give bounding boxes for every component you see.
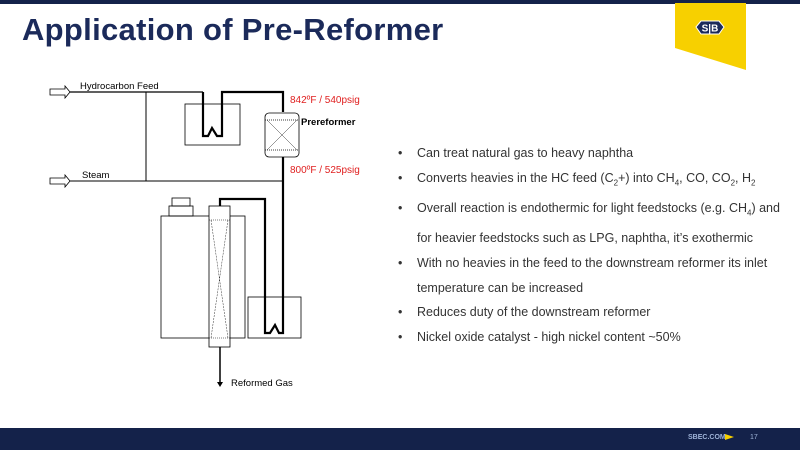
bullet-item: Reduces duty of the downstream reformer (398, 300, 793, 325)
footer-website[interactable]: SBEC.COM (688, 434, 726, 441)
bullet-item: Converts heavies in the HC feed (C2+) in… (398, 166, 793, 196)
bullet-item: Can treat natural gas to heavy naphtha (398, 141, 793, 166)
footer-bar (0, 428, 800, 450)
feed-arrow-icon (49, 84, 71, 100)
bullet-item: Overall reaction is endothermic for ligh… (398, 196, 793, 251)
company-logo: S|B (675, 3, 746, 70)
steam-arrow-icon (49, 173, 71, 189)
process-diagram: Hydrocarbon Feed Steam 842ºF / 540psig P… (49, 81, 360, 389)
hydrocarbon-feed-label: Hydrocarbon Feed (80, 81, 159, 92)
stack (168, 205, 194, 217)
outlet-condition: 800ºF / 525psig (290, 165, 360, 176)
prereformer-label: Prereformer (301, 117, 356, 128)
waste-heat-box (247, 296, 302, 339)
furnace-box (160, 215, 246, 339)
page-number: 17 (750, 434, 758, 441)
feed-heater-box (184, 103, 241, 146)
steam-label: Steam (82, 170, 110, 181)
svg-text:S|B: S|B (702, 24, 719, 35)
page-title: Application of Pre-Reformer (22, 12, 444, 47)
bullet-item: Nickel oxide catalyst - high nickel cont… (398, 325, 793, 350)
bullet-item: With no heavies in the feed to the downs… (398, 251, 793, 300)
reformed-gas-label: Reformed Gas (231, 378, 293, 389)
top-bar (0, 0, 800, 4)
bullet-list: Can treat natural gas to heavy naphthaCo… (398, 141, 793, 350)
arrow-flag-icon (725, 434, 734, 440)
inlet-condition: 842ºF / 540psig (290, 95, 360, 106)
